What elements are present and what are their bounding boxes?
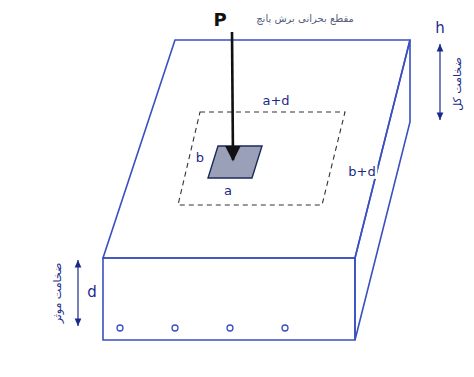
dimension-label: ضخامت موثر	[52, 261, 64, 326]
critical-section	[178, 112, 345, 205]
h-dimension	[439, 44, 440, 120]
dimension-label: a+d	[260, 94, 291, 108]
dimension-label: مقطع بحرانی برش پانچ	[254, 13, 356, 24]
dimension-label: ضخامت کل	[452, 55, 464, 113]
dimension-label: b	[194, 151, 206, 165]
d-dimension	[77, 260, 78, 326]
load-arrow	[232, 32, 233, 160]
dimension-label: h	[433, 20, 447, 37]
dimension-label: b+d	[346, 165, 377, 179]
load-label: P	[211, 10, 228, 30]
dimension-label: a	[222, 184, 234, 198]
dimension-label: d	[85, 284, 99, 301]
footing-outline	[103, 40, 410, 340]
column-section	[208, 146, 262, 178]
rebar-dots	[117, 325, 288, 331]
